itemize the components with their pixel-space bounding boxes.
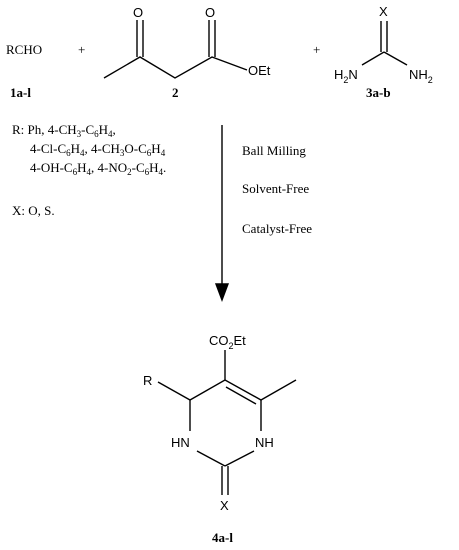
aldehyde-formula: RCHO <box>6 42 42 57</box>
ketoester-label: 2 <box>172 85 179 100</box>
urea-amine-right: NH2 <box>409 67 433 85</box>
product-nh-left: HN <box>171 435 190 450</box>
urea-structure <box>361 21 408 66</box>
reaction-arrow <box>214 125 230 302</box>
urea-amine-left: H2N <box>334 67 358 85</box>
product-nh-right: NH <box>255 435 274 450</box>
condition-ball-milling: Ball Milling <box>242 143 306 158</box>
urea-x-atom: X <box>379 4 388 19</box>
ketoester-oxygen-ketone: O <box>133 5 143 20</box>
plus-sign-1: + <box>78 42 85 57</box>
condition-catalyst-free: Catalyst-Free <box>242 221 312 236</box>
condition-solvent-free: Solvent-Free <box>242 181 309 196</box>
product-label: 4a-l <box>212 530 233 545</box>
product-x-atom: X <box>220 498 229 513</box>
r-substituents-line1: R: Ph, 4-CH3-C6H4, <box>12 122 116 139</box>
product-structure <box>157 350 297 495</box>
urea-label: 3a-b <box>366 85 391 100</box>
product-ester: CO2Et <box>209 333 246 351</box>
aldehyde-label: 1a-l <box>10 85 31 100</box>
ketoester-structure <box>103 20 248 79</box>
plus-sign-2: + <box>313 42 320 57</box>
x-substituents: X: O, S. <box>12 203 55 218</box>
ketoester-oxygen-ester: O <box>205 5 215 20</box>
r-substituents-line2: 4-Cl-C6H4, 4-CH3O-C6H4 <box>30 141 166 158</box>
r-substituents-line3: 4-OH-C6H4, 4-NO2-C6H4. <box>30 160 166 177</box>
ketoester-ethoxy: OEt <box>248 63 271 78</box>
product-r-group: R <box>143 373 152 388</box>
